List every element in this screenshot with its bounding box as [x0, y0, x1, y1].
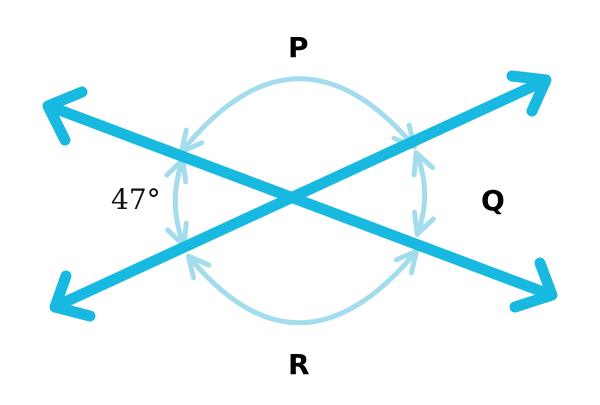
arc-left-angle-47 [164, 157, 189, 248]
line-top-left-to-bottom-right [42, 86, 558, 313]
arrowhead-bottom-left [49, 270, 96, 322]
arc-bottom-angle-r [185, 248, 420, 326]
label-p: P [288, 31, 309, 64]
arrowhead-top-right [506, 70, 552, 117]
arc-top-angle-p [178, 76, 418, 155]
angle-label-47-degrees: 47° [111, 183, 161, 216]
arrowhead-top-left [42, 86, 88, 146]
label-r: R [288, 348, 310, 381]
arrowhead-bottom-right [509, 257, 558, 313]
arc-right-angle-q [411, 150, 436, 237]
label-q: Q [481, 184, 505, 217]
line-bottom-left-to-top-right [49, 70, 552, 322]
